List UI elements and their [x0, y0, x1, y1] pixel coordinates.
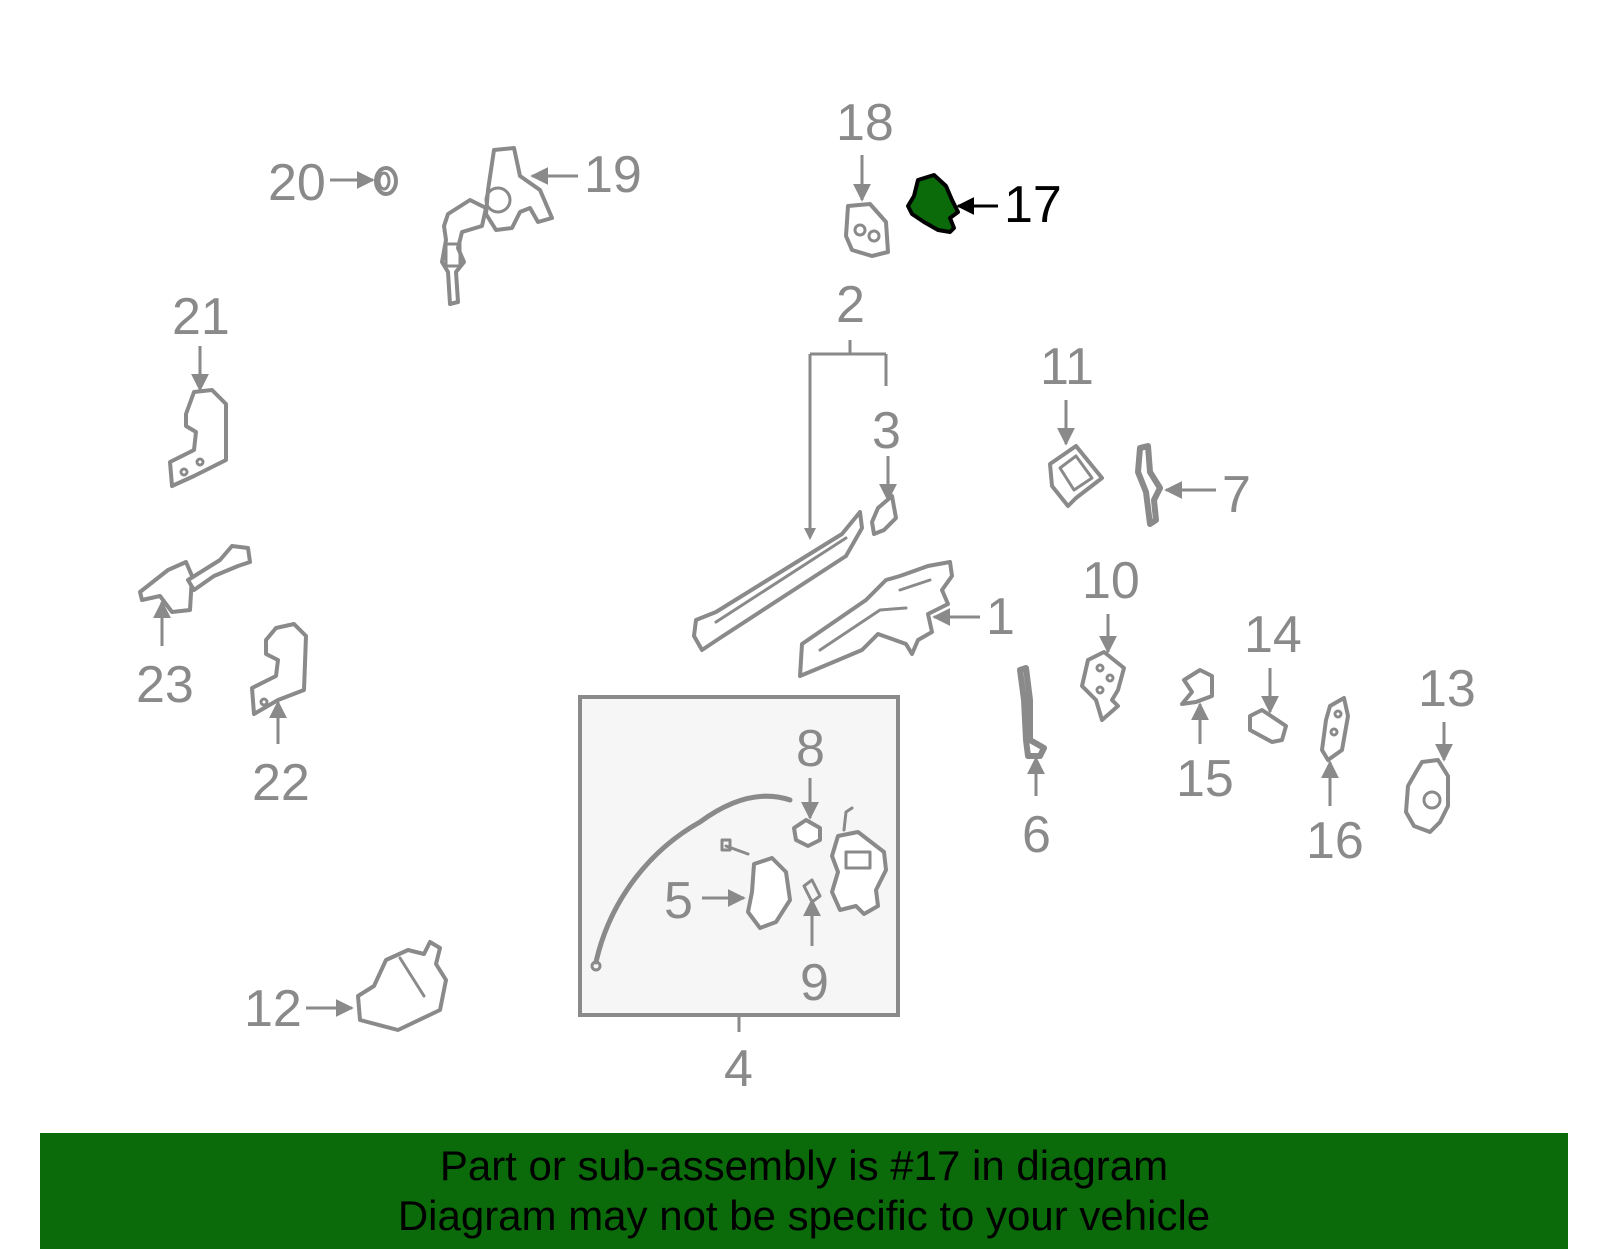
- banner-line-2: Diagram may not be specific to your vehi…: [397, 1192, 1211, 1239]
- part-14-bushing[interactable]: [1248, 708, 1288, 744]
- callout-23: 23: [136, 656, 194, 714]
- part-13-actuator[interactable]: [1404, 758, 1450, 834]
- part-15-clip[interactable]: [1180, 668, 1214, 706]
- part-12-cover[interactable]: [356, 940, 448, 1032]
- part-23-check-link[interactable]: [138, 544, 252, 614]
- callout-1: 1: [986, 588, 1015, 646]
- callout-12: 12: [244, 980, 302, 1038]
- part-16-link[interactable]: [1320, 696, 1350, 762]
- part-5-bracket[interactable]: [720, 838, 792, 930]
- part-3-clip[interactable]: [870, 494, 898, 536]
- part-19-lock-cylinder[interactable]: [440, 146, 554, 306]
- callout-17: 17: [1004, 176, 1062, 234]
- callout-3: 3: [872, 402, 901, 460]
- callout-20: 20: [268, 154, 326, 212]
- callout-15: 15: [1176, 750, 1234, 808]
- part-10-plate[interactable]: [1080, 650, 1126, 722]
- callout-6: 6: [1022, 806, 1051, 864]
- part-18-pad[interactable]: [844, 202, 890, 258]
- callout-22: 22: [252, 754, 310, 812]
- part-21-bracket[interactable]: [168, 388, 228, 488]
- part-8-clip[interactable]: [792, 818, 822, 848]
- callout-9: 9: [800, 954, 829, 1012]
- part-22-bracket[interactable]: [250, 622, 308, 716]
- part-4-cable[interactable]: [593, 793, 793, 965]
- part-7-rod[interactable]: [1135, 443, 1163, 527]
- callout-16: 16: [1306, 812, 1364, 870]
- banner-line-1: Part or sub-assembly is #17 in diagram: [439, 1142, 1169, 1189]
- callout-13: 13: [1418, 660, 1476, 718]
- callout-19: 19: [584, 146, 642, 204]
- part-11-bracket[interactable]: [1048, 444, 1104, 508]
- callout-10: 10: [1082, 552, 1140, 610]
- part-9-clip[interactable]: [802, 878, 822, 904]
- callout-4: 4: [724, 1040, 753, 1098]
- part-4-latch[interactable]: [830, 806, 888, 916]
- info-banner: Part or sub-assembly is #17 in diagram D…: [40, 1133, 1568, 1249]
- part-20-plug[interactable]: [374, 166, 398, 196]
- part-2-outer-handle[interactable]: [692, 510, 864, 652]
- part-17-highlighted[interactable]: [906, 173, 960, 234]
- part-1-handle-bracket[interactable]: [798, 560, 954, 678]
- callout-18: 18: [836, 94, 894, 152]
- callout-2: 2: [836, 276, 865, 334]
- callout-5: 5: [664, 872, 693, 930]
- callout-7: 7: [1222, 466, 1251, 524]
- callout-14: 14: [1244, 606, 1302, 664]
- callout-11: 11: [1040, 338, 1094, 396]
- callout-8: 8: [796, 720, 825, 778]
- part-6-rod[interactable]: [1017, 665, 1047, 759]
- callout-21: 21: [172, 288, 230, 346]
